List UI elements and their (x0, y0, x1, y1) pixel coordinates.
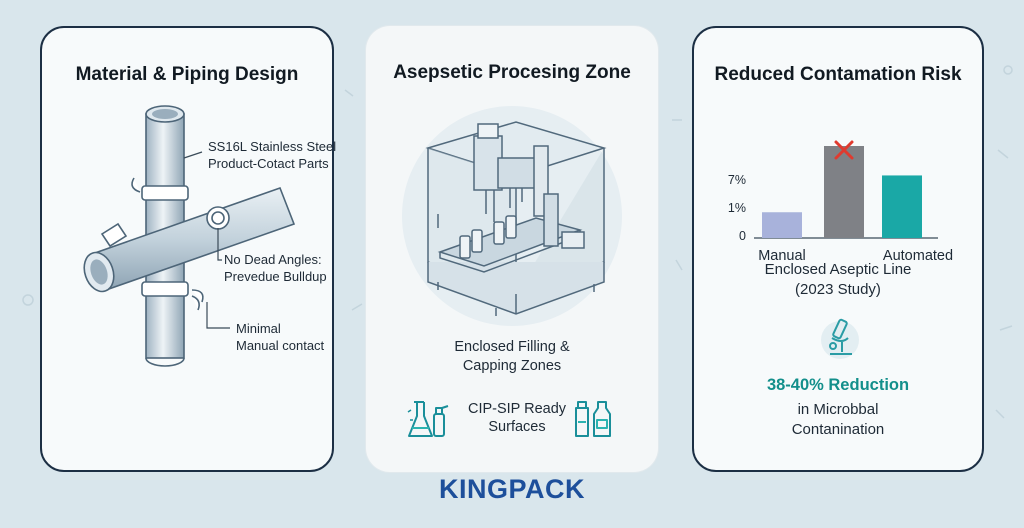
y-tick-label: 0 (739, 229, 746, 243)
callout-minimal: Minimal (236, 321, 281, 336)
reduction-headline: 38-40% Reduction (766, 376, 910, 394)
x-category-label: Manual (758, 248, 806, 264)
aseptic-processing-card: Asepsetic Procesing Zone (366, 26, 658, 472)
chart-bar (824, 146, 864, 238)
red-cross-marker (834, 140, 854, 160)
zone-line-2: Capping Zones (462, 358, 562, 374)
y-tick-label: 7% (728, 173, 746, 187)
caption-line-2: (2023 Study) (795, 281, 881, 298)
chart-bar (882, 175, 922, 238)
bottles-icon (575, 401, 611, 437)
y-tick-label: 1% (728, 201, 746, 215)
cip-line-1: CIP-SIP Ready (467, 401, 567, 417)
cip-line-2: Surfaces (488, 419, 546, 435)
contamination-card-title: Reduced Contamation Risk (714, 64, 962, 85)
chart-bar (762, 212, 802, 238)
callout-manual-contact: Manual contact (236, 338, 325, 353)
material-piping-card: Material & Piping Design (40, 26, 337, 472)
caption-line-1: Enclosed Aseptic Line (764, 261, 912, 278)
contamination-risk-card: Reduced Contamation Risk 0 1% 7% Manual Auto… (692, 26, 984, 472)
callout-stainless-steel: SS16L Stainless Steel (208, 139, 337, 154)
contamination-bar-chart: 0 1% 7% Manual Automated (728, 140, 953, 264)
callout-prevent-buildup: Prevedue Bulldup (224, 269, 327, 284)
material-card-title: Material & Piping Design (75, 64, 299, 85)
pipe-illustration-icon (83, 105, 296, 367)
microscope-icon (821, 318, 859, 359)
reduction-line-2: in Microbbal (797, 401, 879, 418)
kingpack-logo: KINGPACK (438, 474, 585, 504)
x-category-label: Automated (883, 248, 953, 264)
callout-no-dead-angles: No Dead Angles: (224, 252, 322, 267)
zone-line-1: Enclosed Filling & (454, 339, 570, 355)
callout-product-contact: Product-Cotact Parts (208, 156, 329, 171)
filling-machine-illustration (402, 106, 622, 326)
processing-card-title: Asepsetic Procesing Zone (393, 62, 631, 83)
flask-spray-icon (407, 401, 449, 437)
reduction-line-3: Contanination (791, 421, 885, 438)
